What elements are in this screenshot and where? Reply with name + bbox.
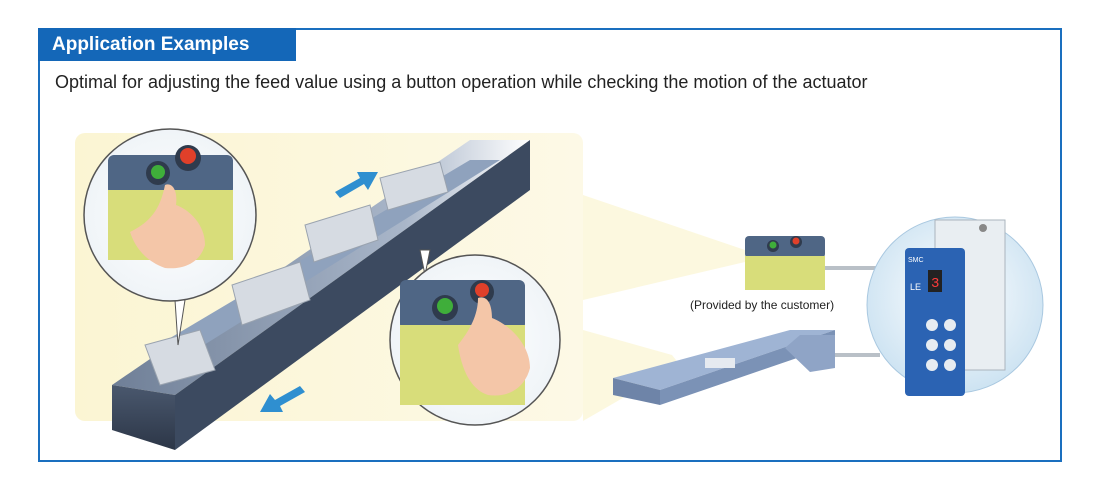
callout-beam [583,195,745,300]
actuator-rail [112,140,530,450]
pushbutton-closeup-1 [83,128,257,346]
arrow-up-icon [335,172,378,198]
subtitle: Optimal for adjusting the feed value usi… [55,72,868,92]
section-frame [38,28,1062,462]
section-tab: Application Examples [38,28,296,61]
controller-label: LE [910,282,921,292]
pushbutton-closeup-2 [389,249,561,426]
customer-caption: (Provided by the customer) [690,298,835,312]
controller-display: 3 [931,276,939,292]
small-actuator [613,330,835,405]
arrow-down-icon [260,386,305,412]
controller-brand: SMC [908,257,924,264]
controller-closeup: 3 SMC LE [866,216,1044,396]
customer-pushbutton-box [745,236,825,290]
